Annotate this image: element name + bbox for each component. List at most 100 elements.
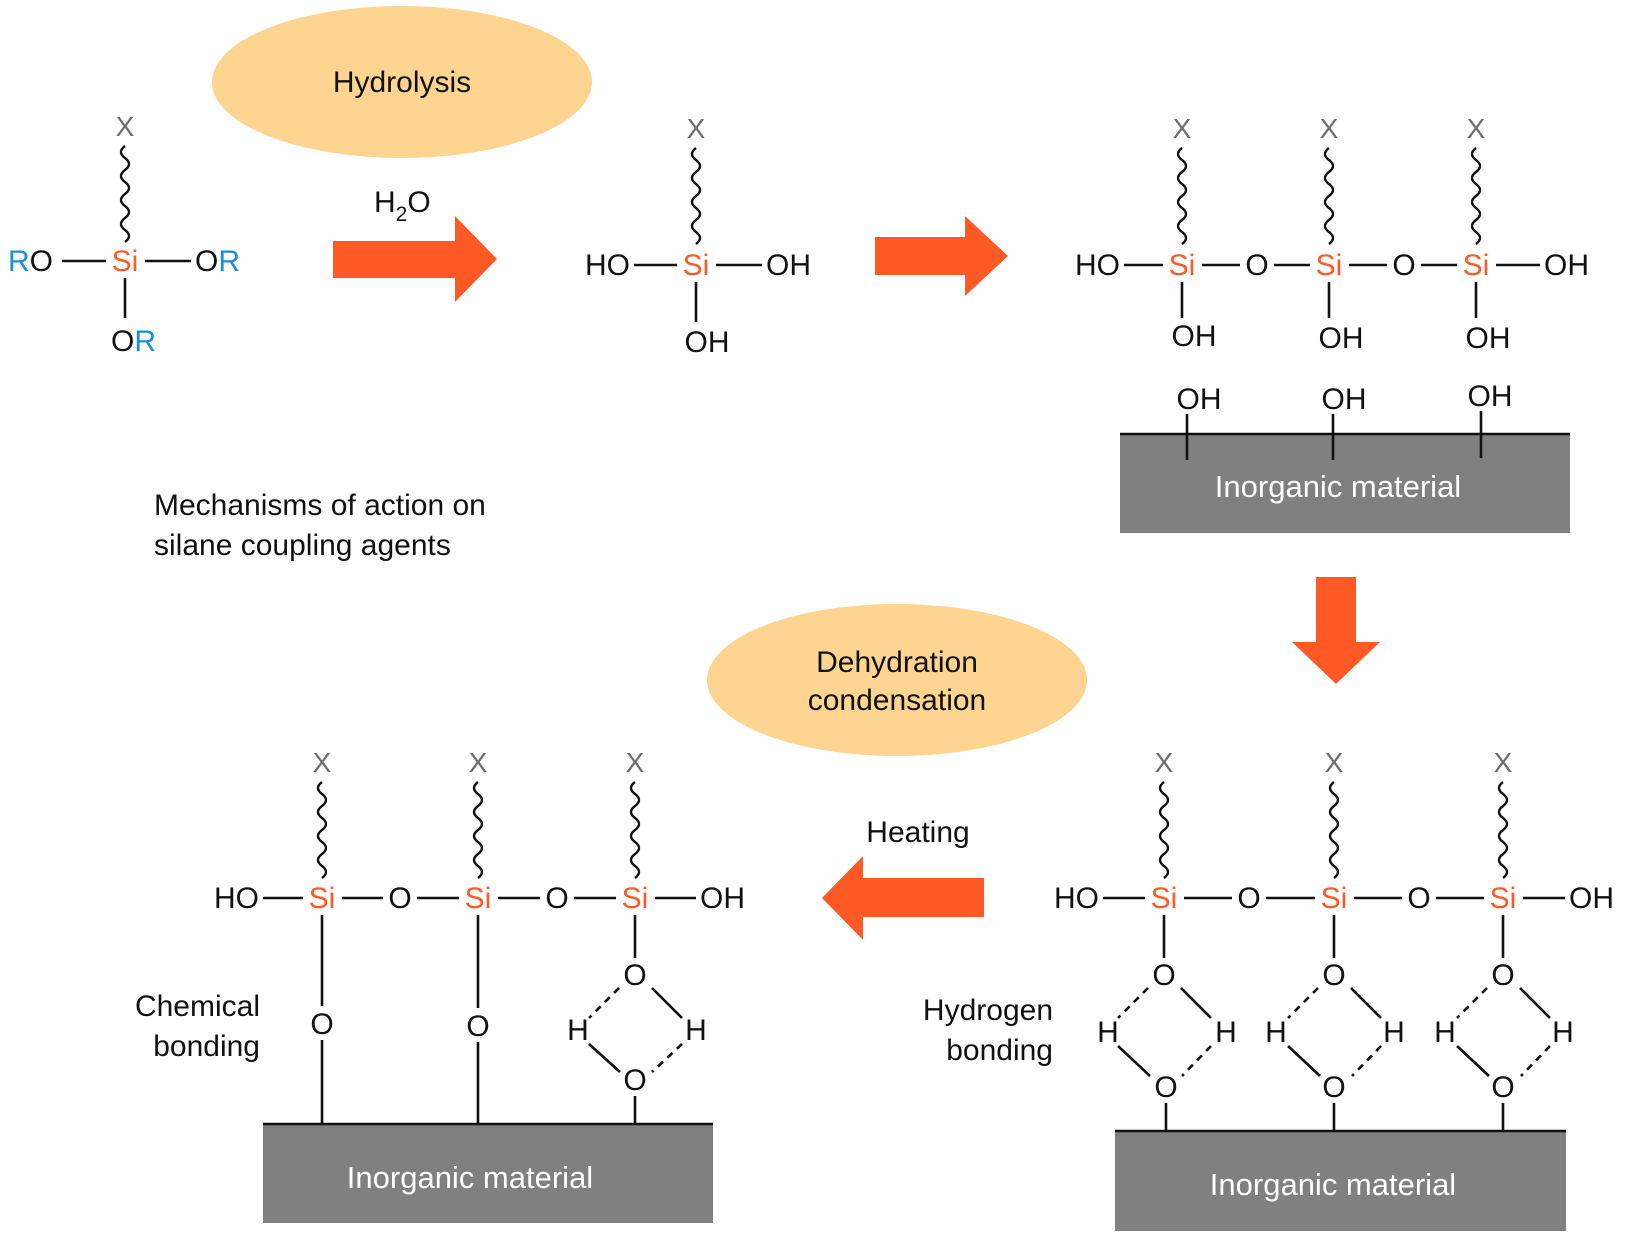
- oxygen: O: [466, 1010, 489, 1043]
- arrow-left: [822, 856, 984, 940]
- wavy-bond: [1328, 781, 1340, 879]
- oxygen: O: [1154, 1071, 1177, 1104]
- oxygen: O: [623, 1064, 646, 1097]
- bridging-oxygen: O: [1407, 882, 1430, 915]
- wavy-bond: [1470, 147, 1482, 245]
- si-atom: Si: [112, 245, 139, 278]
- bond: [588, 1043, 621, 1073]
- hydrogen-bond: [1117, 987, 1149, 1019]
- x-group: X: [1320, 113, 1339, 144]
- siloxane-oligomer: X X X HO Si O Si O Si OH OH OH OH: [1075, 113, 1589, 355]
- oxygen: O: [1322, 959, 1345, 992]
- hydrogen: H: [1552, 1016, 1574, 1049]
- heating-label: Heating: [866, 816, 969, 849]
- water-label: H2O: [374, 186, 431, 226]
- hydrogen-bond: [1456, 987, 1488, 1019]
- wavy-bond: [1158, 781, 1170, 879]
- hydroxyl: OH: [685, 326, 730, 359]
- chemical-bonding-label-line2: bonding: [153, 1030, 260, 1063]
- hydrogen: H: [1434, 1016, 1456, 1049]
- title-line2: silane coupling agents: [154, 529, 451, 562]
- oxygen: O: [1491, 1071, 1514, 1104]
- inorganic-label: Inorganic material: [347, 1160, 593, 1195]
- substrate-top: Inorganic material OH OH OH: [1120, 380, 1570, 533]
- x-group: X: [1325, 747, 1344, 778]
- inorganic-slab: [263, 1124, 713, 1223]
- alkoxy-bottom: OR: [111, 325, 156, 358]
- bridging-oxygen: O: [1245, 249, 1268, 282]
- hydroxyl: OH: [1319, 322, 1364, 355]
- alkoxy-left: RO: [8, 245, 53, 278]
- substrate-bottom-left: Inorganic material: [263, 1122, 713, 1223]
- hydrogen-bond: [1181, 1045, 1212, 1077]
- hydrogen-bonding-label-line2: bonding: [946, 1034, 1053, 1067]
- hydroxyl: OH: [1544, 249, 1589, 282]
- si-atom: Si: [1169, 249, 1196, 282]
- arrow-right-1: [333, 216, 497, 302]
- hydroxyl: HO: [214, 882, 259, 915]
- bridging-oxygen: O: [545, 882, 568, 915]
- hydrolysis-ellipse: [212, 6, 592, 158]
- oxygen: O: [310, 1008, 333, 1041]
- hydrogen-bond: [1520, 1045, 1551, 1077]
- trialkoxysilane: X Si RO OR OR: [8, 111, 240, 358]
- substrate-bottom-right: Inorganic material: [1115, 1129, 1566, 1231]
- hydrogen: H: [1265, 1016, 1287, 1049]
- oxygen: O: [1491, 959, 1514, 992]
- x-group: X: [1467, 113, 1486, 144]
- si-atom: Si: [622, 882, 649, 915]
- hydrogen-bond: [1351, 1045, 1382, 1077]
- hydroxyl: HO: [1054, 882, 1099, 915]
- hydrogen: H: [567, 1014, 589, 1047]
- bridging-oxygen: O: [1237, 882, 1260, 915]
- hydroxyl: OH: [700, 882, 745, 915]
- hydroxyl: OH: [1466, 322, 1511, 355]
- surface-hydroxyl: OH: [1177, 383, 1222, 416]
- wavy-bond: [1323, 147, 1335, 245]
- hydrogen: H: [1215, 1016, 1237, 1049]
- surface-hydroxyl: OH: [1468, 380, 1513, 413]
- si-atom: Si: [1151, 882, 1178, 915]
- si-atom: Si: [1490, 882, 1517, 915]
- wavy-bond: [472, 781, 484, 879]
- hydroxyl: HO: [585, 249, 630, 282]
- bond: [1456, 1045, 1490, 1077]
- bond: [1117, 1045, 1151, 1077]
- hydrogen-bonding-label-line1: Hydrogen: [923, 994, 1053, 1027]
- bridging-oxygen: O: [388, 882, 411, 915]
- si-atom: Si: [1463, 249, 1490, 282]
- oxygen: O: [623, 959, 646, 992]
- hydrogen: H: [1383, 1016, 1405, 1049]
- dehydration-label-line1: Dehydration: [816, 646, 978, 679]
- inorganic-label: Inorganic material: [1210, 1167, 1456, 1202]
- hydrogen-bond: [651, 1043, 683, 1073]
- si-atom: Si: [309, 882, 336, 915]
- chemically-bonded-silane: X X X HO Si O Si O Si OH O O O H H O: [214, 747, 745, 1150]
- surface-hydroxyl: OH: [1322, 383, 1367, 416]
- x-group: X: [469, 747, 488, 778]
- dehydration-label-line2: condensation: [808, 684, 986, 717]
- inorganic-label: Inorganic material: [1215, 469, 1461, 504]
- bond: [1287, 1045, 1321, 1077]
- wavy-bond: [1497, 781, 1509, 879]
- x-group: X: [116, 111, 135, 142]
- x-group: X: [626, 747, 645, 778]
- inorganic-slab: [1115, 1131, 1566, 1231]
- hydroxyl: OH: [1172, 320, 1217, 353]
- wavy-bond: [1176, 147, 1188, 245]
- wavy-bond: [690, 147, 702, 245]
- oxygen: O: [1152, 959, 1175, 992]
- si-atom: Si: [465, 882, 492, 915]
- hydroxyl: HO: [1075, 249, 1120, 282]
- x-group: X: [313, 747, 332, 778]
- hydroxyl: OH: [1569, 882, 1614, 915]
- si-atom: Si: [1321, 882, 1348, 915]
- wavy-bond: [629, 781, 641, 879]
- bond: [1180, 987, 1212, 1019]
- x-group: X: [1494, 747, 1513, 778]
- bond: [1350, 987, 1382, 1019]
- hydrolysis-label: Hydrolysis: [333, 66, 471, 99]
- x-group: X: [687, 113, 706, 144]
